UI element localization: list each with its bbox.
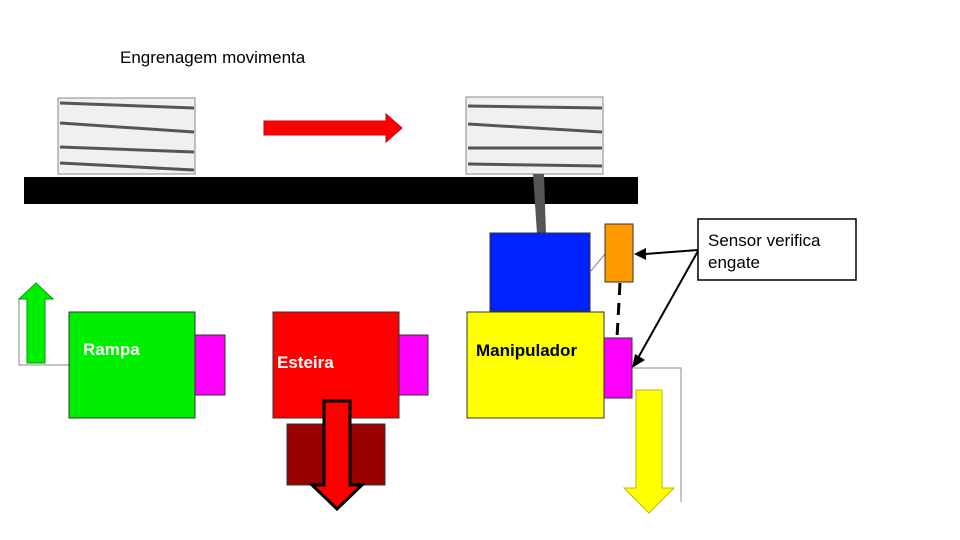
- engage-block: [489, 232, 591, 312]
- manipulador-block: [466, 311, 605, 419]
- manipulador-sensor: [603, 337, 633, 399]
- callout-line-2: engate: [708, 253, 760, 272]
- rampa-block: [68, 311, 196, 419]
- engage-dashed-line: [615, 282, 622, 339]
- sensor-callout: Sensor verifica engate: [697, 218, 857, 281]
- rampa-sensor: [194, 334, 226, 396]
- esteira-sensor: [398, 334, 429, 396]
- rampa-label: Rampa: [83, 340, 140, 359]
- right-arrow-icon: [263, 112, 403, 144]
- top-sensor: [604, 223, 634, 283]
- black-rail: [24, 177, 638, 204]
- sensor-link-line: [589, 253, 606, 273]
- gear-rack-left: [57, 97, 196, 175]
- callout-arrows: [632, 248, 699, 368]
- up-arrow-icon: [17, 282, 55, 364]
- callout-line-1: Sensor verifica: [708, 231, 821, 250]
- diagram-title: Engrenagem movimenta: [120, 48, 306, 67]
- esteira-label: Esteira: [277, 353, 334, 372]
- down-arrow-icon: [308, 399, 366, 512]
- drive-shaft: [533, 174, 546, 234]
- manipulador-label: Manipulador: [476, 341, 577, 360]
- rampa-up-arrow: [17, 282, 69, 366]
- down-arrow-icon: [622, 389, 676, 514]
- gear-rack-right: [465, 96, 604, 175]
- manipulador-down-arrow: [622, 367, 682, 514]
